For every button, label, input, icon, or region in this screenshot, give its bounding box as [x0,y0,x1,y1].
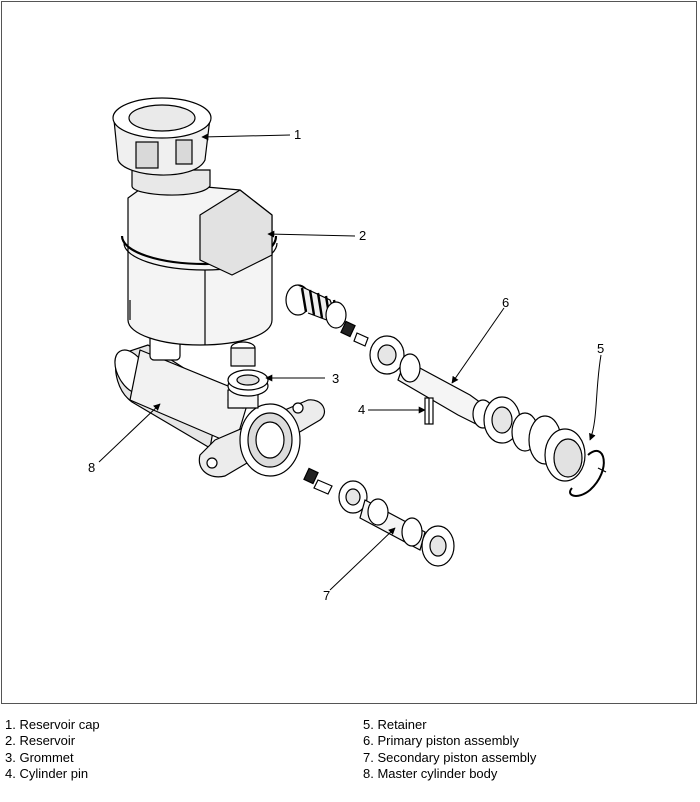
retainer [544,428,607,497]
primary-piston-assembly [285,284,562,465]
legend-item-grommet: 3. Grommet [5,749,74,765]
leader-lines [98,133,602,591]
callout-2: 2 [359,228,366,243]
legend-right-column: 5. Retainer 6. Primary piston assembly 7… [363,717,536,782]
legend-item-secondary-piston-assembly: 7. Secondary piston assembly [363,749,537,765]
exploded-view-diagram: 1 2 3 4 5 6 7 8 [88,97,607,603]
legend-item-reservoir-cap: 1. Reservoir cap [5,717,100,732]
callout-4: 4 [358,402,365,417]
reservoir-cap [112,97,212,196]
cylinder-pin [424,397,434,425]
legend-item-primary-piston-assembly: 6. Primary piston assembly [363,733,520,749]
callout-1: 1 [294,127,301,142]
legend-item-retainer: 5. Retainer [363,717,427,732]
reservoir [120,181,278,346]
master-cylinder-body [114,321,325,478]
legend-item-master-cylinder-body: 8. Master cylinder body [363,765,498,781]
spring [285,284,347,329]
legend-item-cylinder-pin: 4. Cylinder pin [5,765,89,781]
callout-7: 7 [323,588,330,603]
callout-8: 8 [88,460,95,475]
legend-item-reservoir: 2. Reservoir [5,733,76,749]
callout-5: 5 [597,341,604,356]
callout-labels: 1 2 3 4 5 6 7 8 [88,127,604,603]
secondary-piston-assembly [303,467,455,567]
callout-3: 3 [332,371,339,386]
grommet [227,369,269,397]
callout-6: 6 [502,295,509,310]
legend-left-column: 1. Reservoir cap 2. Reservoir 3. Grommet… [5,717,100,782]
